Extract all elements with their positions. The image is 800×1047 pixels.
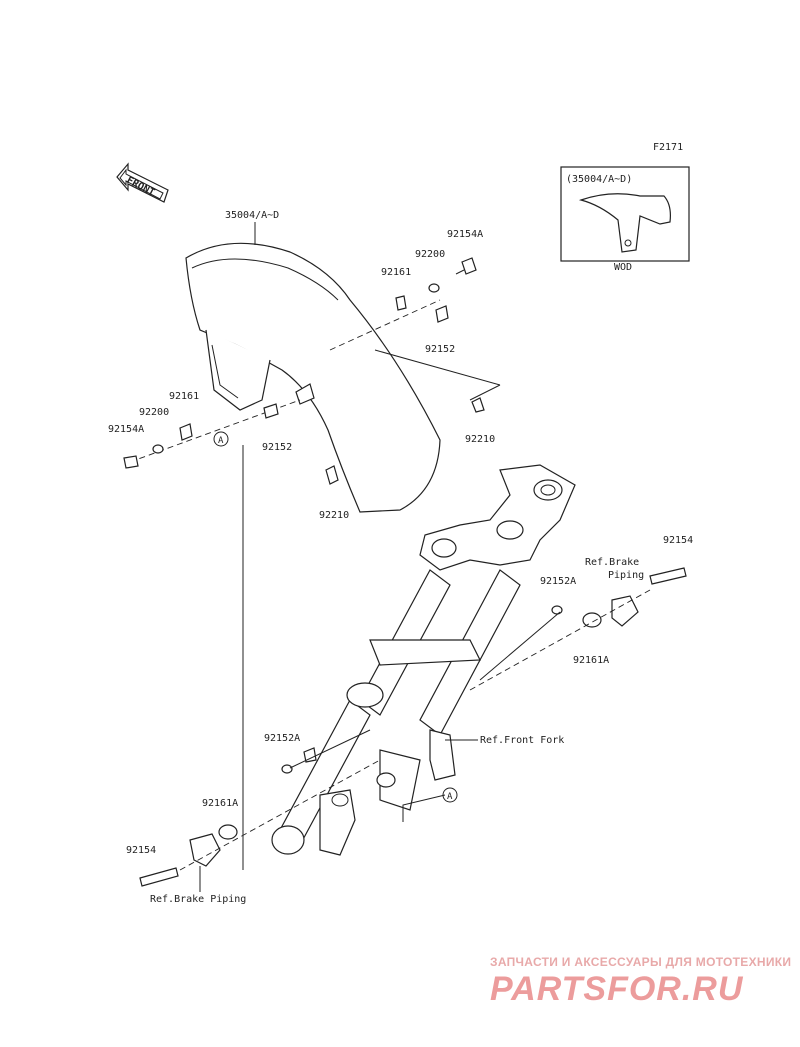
label-brake-piping-right-2: Piping <box>608 570 644 581</box>
label-nut-left-lower: 92161A <box>202 798 238 809</box>
ref-a-top: A <box>218 436 224 446</box>
label-washer-left: 92200 <box>139 407 169 418</box>
label-washer-right-top: 92200 <box>415 249 445 260</box>
label-brake-piping-left: Ref.Brake Piping <box>150 894 246 905</box>
label-clip-right: 92210 <box>465 434 495 445</box>
label-collar-left: 92152 <box>262 442 292 453</box>
label-bolt-right-top: 92154A <box>447 229 483 240</box>
ref-a-bottom: A <box>447 792 453 802</box>
label-clip-left: 92210 <box>319 510 349 521</box>
front-arrow: FRONT <box>116 162 169 203</box>
label-collar-right-top: 92152 <box>425 344 455 355</box>
label-brake-piping-right-1: Ref.Brake <box>585 557 639 568</box>
front-fender <box>185 242 441 513</box>
label-bolt-left-lower: 92154 <box>126 845 156 856</box>
diagram-code: F2171 <box>653 142 683 153</box>
label-nut-right-top: 92161 <box>381 267 411 278</box>
inset-box: (35004/A~D) WOD <box>560 166 690 273</box>
inset-caption: WOD <box>614 262 632 273</box>
label-bolt-left: 92154A <box>108 424 144 435</box>
watermark-tagline: ЗАПЧАСТИ И АКСЕССУАРЫ ДЛЯ МОТОТЕХНИКИ <box>490 955 791 969</box>
label-fender: 35004/A~D <box>225 210 279 221</box>
inset-fender-shape <box>578 193 671 253</box>
inset-ref: (35004/A~D) <box>566 174 632 185</box>
hardware-left-lower <box>139 729 381 887</box>
hardware-left <box>123 399 301 469</box>
label-collar-left-lower: 92152A <box>264 733 300 744</box>
hardware-right-top <box>329 257 501 413</box>
label-collar-right-lower: 92152A <box>540 576 576 587</box>
label-front-fork-ref: Ref.Front Fork <box>480 735 564 746</box>
label-nut-left: 92161 <box>169 391 199 402</box>
front-fork <box>271 464 576 856</box>
hardware-right-lower <box>469 567 687 691</box>
label-bolt-right-lower: 92154 <box>663 535 693 546</box>
watermark-logo: PARTSFOR.RU <box>490 970 744 1008</box>
label-nut-right-lower: 92161A <box>573 655 609 666</box>
